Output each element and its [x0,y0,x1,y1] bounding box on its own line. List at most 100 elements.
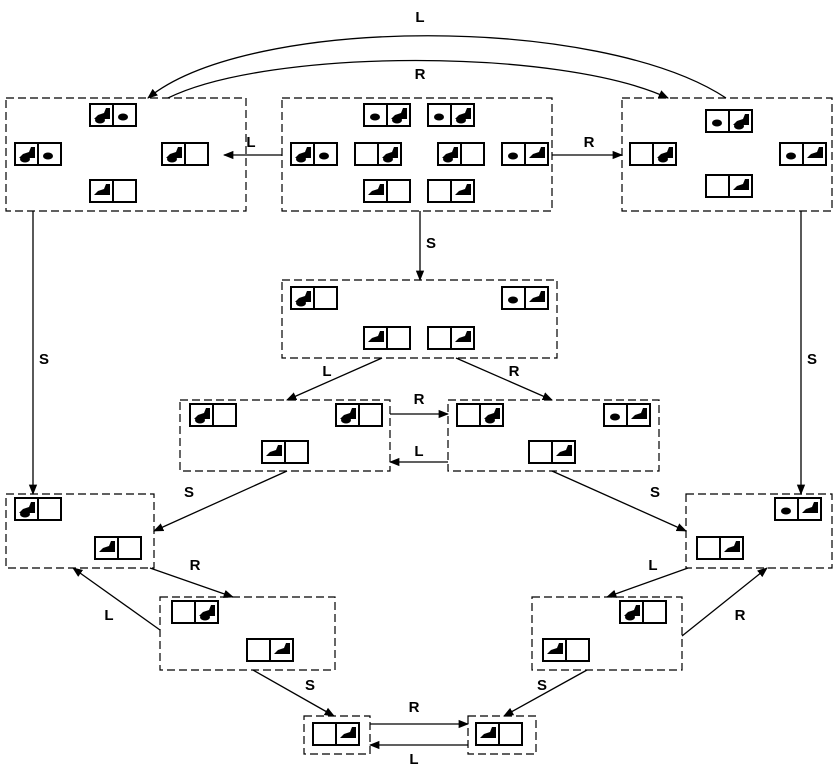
world-state-icon [290,142,338,166]
vacuum-robot-icon [455,184,471,195]
world-state-icon [335,403,383,427]
world-state-icon [89,179,137,203]
dirt-icon [734,122,744,130]
action-label-bottom-r: R [409,699,420,716]
dirt-icon [118,113,128,121]
vacuum-robot-icon [94,108,110,119]
vacuum-robot-icon [19,147,35,158]
vacuum-robot-icon [19,502,35,513]
arrow-center-to-midright [455,357,553,401]
action-label-lowerright-to-bottomright: S [537,677,547,694]
arrow-center-to-midleft [286,357,383,401]
action-label-bottom-l: L [409,751,418,768]
belief-state-box [621,97,833,212]
world-state-icon [542,638,590,662]
vacuum-robot-icon [484,408,500,419]
dirt-icon [296,155,306,163]
world-state-icon [603,403,651,427]
dirt-icon [443,155,453,163]
transition-arrows [28,35,806,750]
world-state-icon [94,536,142,560]
world-state-icon [528,440,576,464]
dirt-icon [195,416,205,424]
action-label-lowerleft-to-bottomleft: S [305,677,315,694]
dirt-icon [712,119,722,127]
vacuum-robot-icon [295,147,311,158]
action-label-lowleft-to-lowerleft: R [190,557,201,574]
belief-state-box [447,399,660,472]
vacuum-robot-icon [368,184,384,195]
world-state-icon [189,403,237,427]
belief-state-box [179,399,391,472]
belief-state-box [5,97,247,212]
dirt-icon [20,510,30,518]
world-state-icon [629,142,677,166]
action-label-lowerleft-to-lowleft: L [104,607,113,624]
dirt-icon [392,116,402,124]
belief-state-box [303,715,371,755]
vacuum-robot-icon [442,147,458,158]
vacuum-robot-icon [99,541,115,552]
belief-state-boxes [5,97,833,755]
action-label-midright-to-lowright: S [650,484,660,501]
vacuum-robot-icon [802,502,818,513]
arrow-lowerright-to-bottomright [503,669,588,717]
dirt-icon [341,416,351,424]
dirt-icon [508,296,518,304]
vacuum-robot-icon [657,147,673,158]
dirt-icon [43,152,53,160]
vacuum-robot-icon [455,108,471,119]
vacuum-robot-icon [368,331,384,342]
vacuum-robot-icon [733,179,749,190]
arrow-lowerleft-to-lowleft [72,567,161,631]
belief-state-box [281,279,558,359]
vacuum-robot-icon [94,184,110,195]
action-label-lowerright-to-lowright: R [735,607,746,624]
world-state-icon [475,722,523,746]
vacuum-robot-icon [624,605,640,616]
belief-state-box [159,596,336,671]
dirt-icon [319,152,329,160]
dirt-icon [20,155,30,163]
world-state-icon [246,638,294,662]
arrow-midright-to-lowright [551,470,687,532]
vacuum-robot-icon [266,445,282,456]
dirt-icon [383,155,393,163]
vacuum-robot-icon [455,331,471,342]
dirt-icon [434,113,444,121]
action-label-center-to-midright: R [509,363,520,380]
world-state-icon [501,142,549,166]
arrow-top-arc-r [167,59,669,99]
action-label-midleft-to-midright: R [414,391,425,408]
dirt-icon [658,155,668,163]
action-label-root-to-center: S [426,235,436,252]
world-state-icon [427,179,475,203]
world-state-icon [501,286,549,310]
dirt-icon [456,116,466,124]
vacuum-robot-icon [295,291,311,302]
vacuum-robot-icon [194,408,210,419]
vacuum-robot-icon [480,727,496,738]
vacuum-robot-icon [807,147,823,158]
vacuum-robot-icon [529,147,545,158]
world-state-icon [705,109,753,133]
dirt-icon [95,116,105,124]
action-label-top-arc-r: R [415,66,426,83]
world-state-icon [290,286,338,310]
arrow-lowerleft-to-bottomleft [252,669,335,717]
vacuum-robot-icon [529,291,545,302]
world-state-icon [261,440,309,464]
vacuum-robot-icon [340,408,356,419]
arrow-lowleft-to-lowerleft [149,567,234,598]
arrow-top-arc-l [147,35,727,99]
world-state-icon [363,179,411,203]
arrow-lowright-to-lowerright [606,567,689,598]
world-state-icon [14,497,62,521]
action-label-lowright-to-lowerright: L [648,557,657,574]
world-state-icon [779,142,827,166]
dirt-icon [786,152,796,160]
dirt-icon [485,416,495,424]
vacuum-robot-icon [724,541,740,552]
